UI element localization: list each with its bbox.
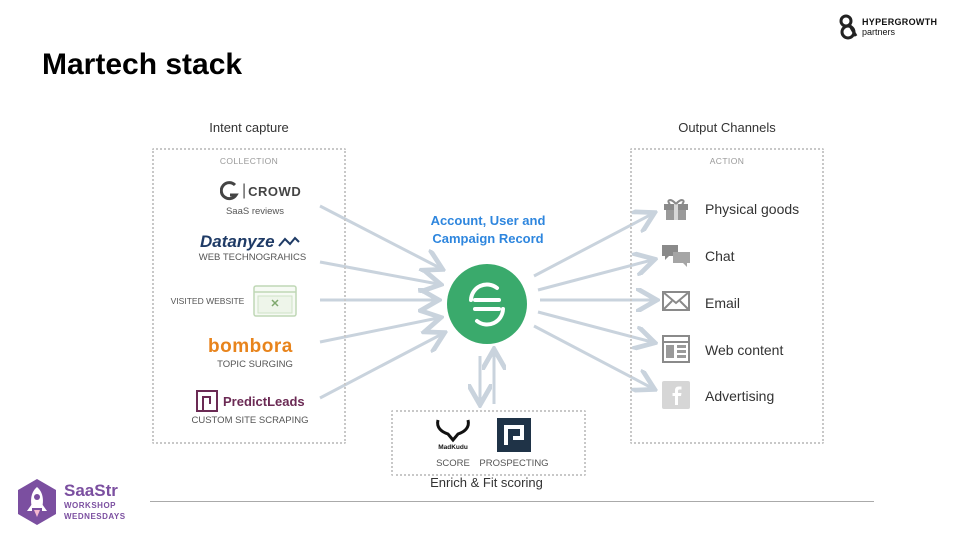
brand-sub: partners <box>862 27 896 37</box>
facebook-icon <box>662 381 690 409</box>
rocket-hexagon-icon <box>18 479 56 525</box>
predictleads-icon <box>196 390 218 412</box>
web-content-icon <box>662 335 690 363</box>
arrow-in-2 <box>319 260 438 284</box>
g2-icon <box>220 181 239 201</box>
datanyze-logo: Datanyze <box>200 232 300 252</box>
channel-label-chat: Chat <box>705 248 735 264</box>
arrow-in-1 <box>319 204 440 268</box>
intent-title: Intent capture <box>209 120 289 135</box>
channel-label-physical: Physical goods <box>705 201 800 217</box>
madkudu-icon <box>436 419 470 443</box>
browser-window-icon <box>253 285 297 317</box>
chat-icon <box>662 245 690 267</box>
action-box <box>630 148 824 444</box>
datanyze-caption: WEB TECHNOGRAHICS <box>198 252 307 263</box>
predictleads-logo: PredictLeads <box>196 390 305 412</box>
saastr-workshop: WORKSHOP <box>64 501 116 510</box>
g2crowd-logo: | CROWD <box>220 180 301 202</box>
score-caption: SCORE <box>436 458 470 469</box>
visited-caption: VISITED WEBSITE <box>170 296 245 306</box>
madkudu-wordmark: MadKudu <box>438 444 468 451</box>
arrow-out-1 <box>533 214 652 278</box>
arrow-out-2 <box>537 260 652 292</box>
arrow-in-4 <box>319 318 438 344</box>
footer-divider <box>150 501 874 502</box>
enrich-box <box>391 410 586 476</box>
arrow-out-4 <box>537 310 652 342</box>
bombora-logo: bombora <box>208 336 293 357</box>
collection-label: COLLECTION <box>219 156 279 166</box>
record-title: Account, User and Campaign Record <box>398 212 578 248</box>
brand-name: HYPERGROWTH <box>862 17 938 27</box>
output-title: Output Channels <box>678 120 776 135</box>
g2-caption: SaaS reviews <box>225 206 285 217</box>
enrich-title: Enrich & Fit scoring <box>430 475 543 490</box>
hypergrowth-logo: HYPERGROWTH partners <box>838 14 937 40</box>
channel-label-email: Email <box>705 295 741 311</box>
ampersand-icon <box>839 14 858 40</box>
prospecting-icon <box>497 418 531 452</box>
slide-title: Martech stack <box>42 48 243 81</box>
bombora-caption: TOPIC SURGING <box>217 359 293 370</box>
envelope-icon <box>662 291 690 311</box>
collection-box <box>152 148 346 444</box>
record-title-line2: Campaign Record <box>432 231 544 246</box>
saastr-logo: SaaStr WORKSHOP WEDNESDAYS <box>16 478 126 526</box>
action-label: ACTION <box>709 156 745 166</box>
trend-icon <box>277 236 300 247</box>
predictleads-wordmark: PredictLeads <box>223 393 305 409</box>
predictleads-caption: CUSTOM SITE SCRAPING <box>191 415 309 426</box>
prospecting-caption: PROSPECTING <box>479 458 549 469</box>
channel-label-web: Web content <box>705 342 784 358</box>
saastr-name: SaaStr <box>64 481 118 500</box>
datanyze-wordmark: Datanyze <box>200 232 275 251</box>
arrow-in-5 <box>319 334 442 400</box>
channel-label-advertising: Advertising <box>705 388 775 404</box>
arrow-out-5 <box>533 324 652 388</box>
segment-hub-icon <box>447 264 527 344</box>
gift-icon <box>664 199 688 220</box>
saastr-wednesdays: WEDNESDAYS <box>64 512 126 521</box>
record-title-line1: Account, User and <box>430 213 546 228</box>
